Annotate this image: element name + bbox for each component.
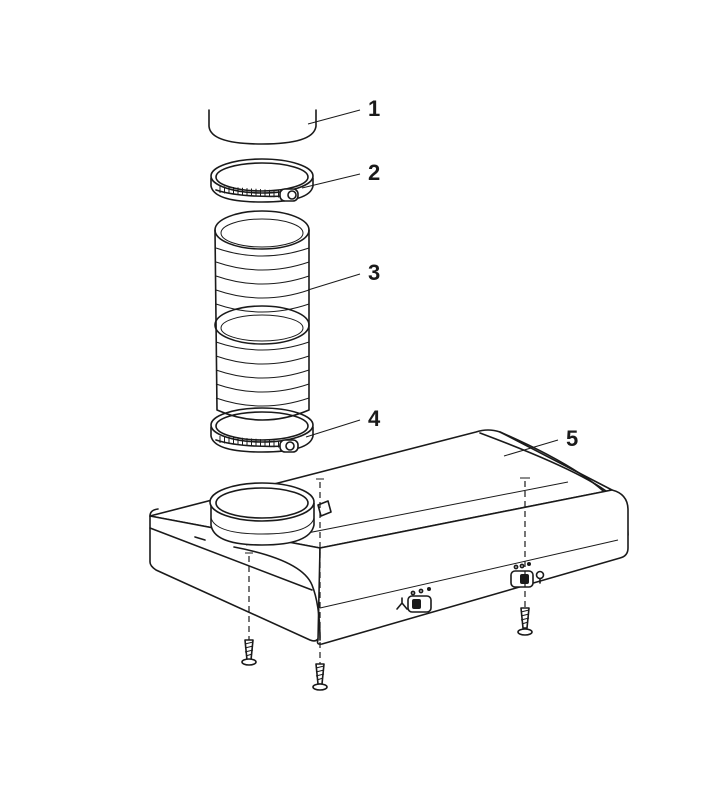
flexible-hose <box>214 210 310 421</box>
callout-1: 1 <box>368 96 380 121</box>
fan-switch <box>396 587 432 613</box>
duct-collar <box>209 482 315 546</box>
mounting-screw-middle <box>312 663 328 691</box>
upper-hose-clamp <box>210 158 314 203</box>
mounting-screw-left <box>241 639 257 666</box>
duct-pipe <box>208 109 317 145</box>
leader-lines <box>301 109 559 457</box>
lower-hose-clamp <box>210 407 314 453</box>
light-bulb-icon <box>535 570 545 584</box>
callout-5: 5 <box>566 426 578 451</box>
fan-icon <box>396 597 408 610</box>
callout-3: 3 <box>368 260 380 285</box>
alignment-lines <box>245 477 530 664</box>
callout-4: 4 <box>368 406 381 431</box>
mounting-screw-right <box>517 607 533 636</box>
callout-2: 2 <box>368 160 380 185</box>
light-switch <box>510 562 545 588</box>
